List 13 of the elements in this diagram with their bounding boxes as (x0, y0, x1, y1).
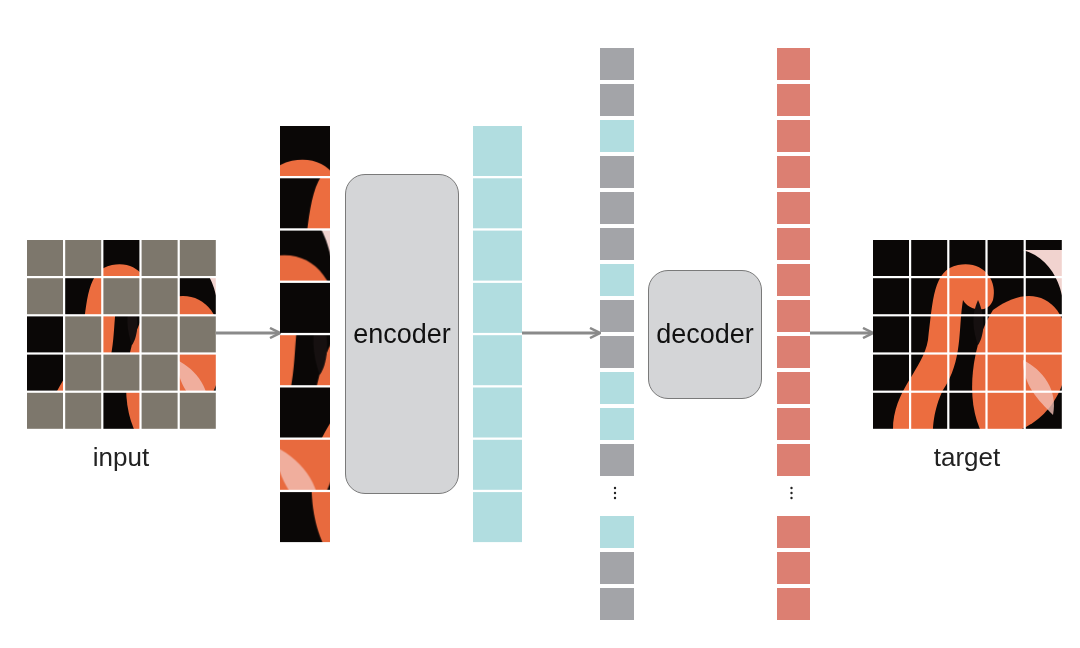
image-patches-drawing (280, 126, 330, 543)
arrow (810, 326, 875, 340)
masked-image-grid-drawing (27, 240, 216, 429)
token-column (600, 48, 634, 620)
image-caption: input (92, 444, 150, 470)
image-caption: target (933, 444, 1001, 470)
process-box: decoder (648, 270, 762, 399)
image-grid-drawing (873, 240, 1063, 430)
arrow (216, 326, 282, 340)
process-box: encoder (345, 174, 459, 494)
token-column (777, 48, 810, 620)
token-column (473, 126, 522, 543)
arrow (522, 326, 602, 340)
